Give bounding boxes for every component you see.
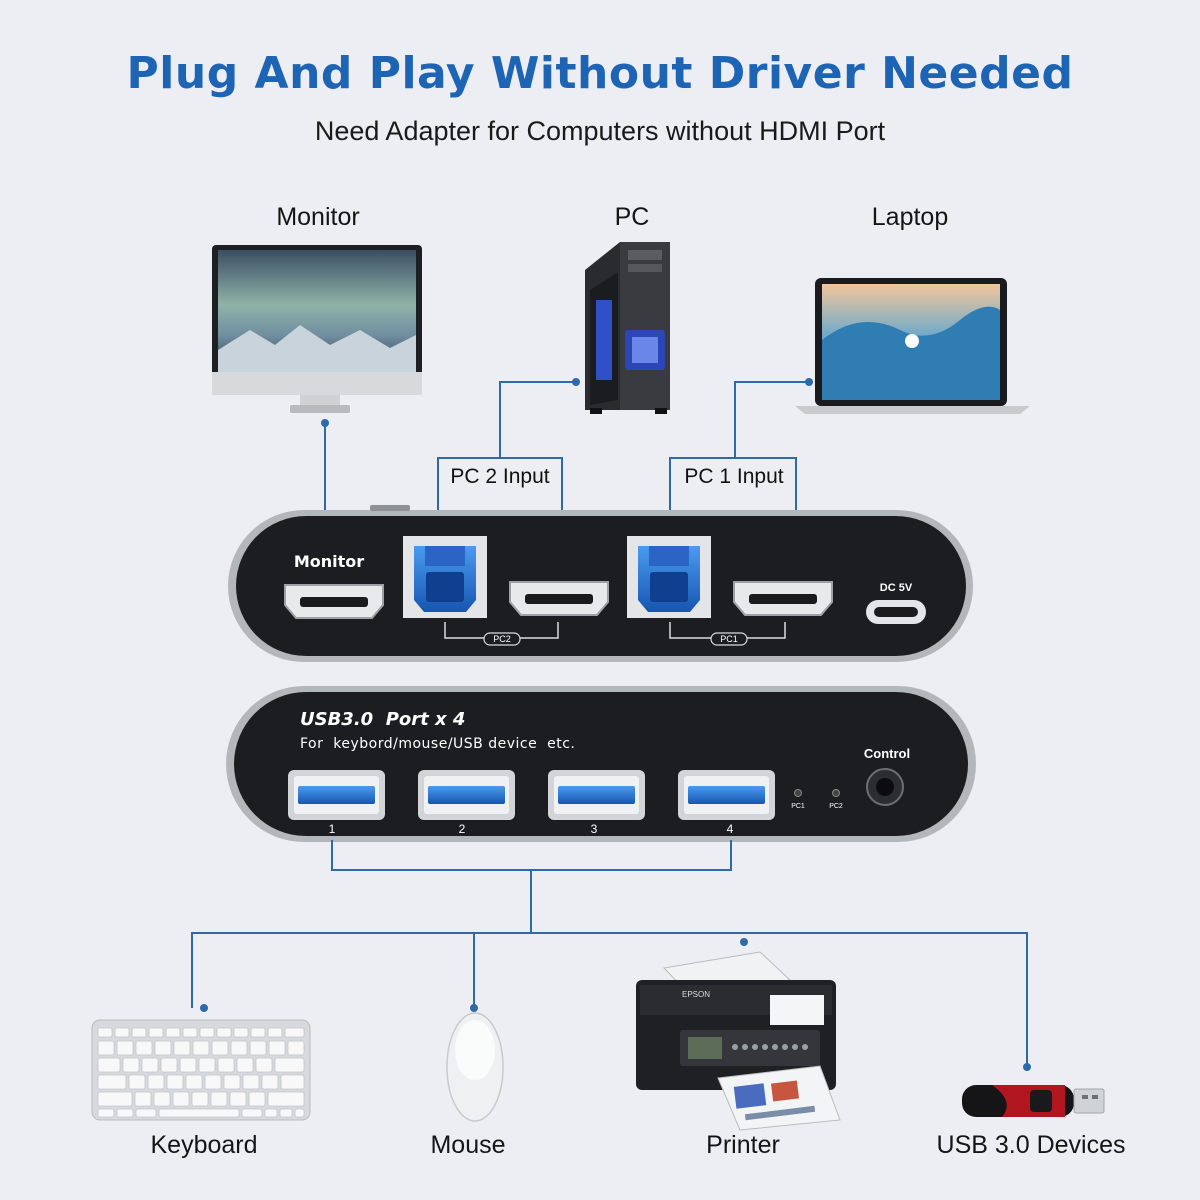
pc-tower-icon — [585, 242, 670, 414]
mouse-label: Mouse — [430, 1131, 506, 1159]
usb-b-pc1-port — [627, 536, 711, 618]
page-subtitle: Need Adapter for Computers without HDMI … — [314, 116, 886, 146]
monitor-wire-dot — [321, 419, 329, 427]
monitor-label: Monitor — [276, 203, 360, 231]
monitor-icon — [212, 245, 422, 413]
pc2-tag: PC2 — [493, 634, 511, 644]
dc-5v-label: DC 5V — [879, 582, 913, 594]
back-panel — [226, 686, 976, 842]
led-pc2 — [832, 789, 840, 797]
control-jack — [866, 768, 904, 806]
usb-port-number-3: 3 — [590, 822, 598, 836]
usb-stick-icon — [962, 1085, 1105, 1117]
usb-a-port-3 — [548, 770, 645, 820]
hdmi-pc1-port — [733, 581, 833, 616]
usb-port-number-4: 4 — [726, 822, 734, 836]
usb-a-port-4 — [678, 770, 775, 820]
bottom-wires — [191, 840, 1028, 1065]
led-pc1 — [794, 789, 802, 797]
usb-port-number-2: 2 — [458, 822, 466, 836]
usb-a-port-2 — [418, 770, 515, 820]
usb-a-port-1 — [288, 770, 385, 820]
pc1-tag: PC1 — [720, 634, 738, 644]
usb-wire-dot — [1023, 1063, 1031, 1071]
keyboard-label: Keyboard — [150, 1131, 258, 1159]
pc-wire-dot — [572, 378, 580, 386]
front-monitor-label: Monitor — [293, 552, 365, 571]
laptop-label: Laptop — [871, 203, 949, 231]
control-label: Control — [863, 746, 911, 761]
led-pc1-label: PC1 — [791, 803, 805, 810]
usb-description: For keybord/mouse/USB device etc. — [300, 736, 576, 752]
pc2-input-label: PC 2 Input — [450, 465, 550, 488]
printer-label: Printer — [706, 1131, 780, 1159]
printer-brand: EPSON — [681, 990, 710, 999]
usb-port-number-1: 1 — [328, 822, 336, 836]
usb-c-power-port — [866, 600, 926, 624]
printer-icon — [636, 951, 841, 1131]
hdmi-monitor-port — [284, 584, 384, 619]
page-title: Plug And Play Without Driver Needed — [126, 48, 1074, 99]
keyboard-icon — [91, 1019, 311, 1121]
led-pc2-label: PC2 — [829, 803, 843, 810]
keyboard-wire-dot — [200, 1004, 208, 1012]
usb-title: USB3.0 Port x 4 — [300, 709, 466, 730]
usb-b-pc2-port — [403, 536, 487, 618]
mouse-icon — [446, 1012, 504, 1122]
mouse-wire-dot — [470, 1004, 478, 1012]
laptop-wire-dot — [805, 378, 813, 386]
usb-devices-label: USB 3.0 Devices — [936, 1131, 1126, 1159]
pc1-input-label: PC 1 Input — [684, 465, 784, 488]
hdmi-pc2-port — [509, 581, 609, 616]
pc-label: PC — [614, 203, 650, 231]
printer-wire-dot — [740, 938, 748, 946]
laptop-icon — [795, 278, 1030, 414]
